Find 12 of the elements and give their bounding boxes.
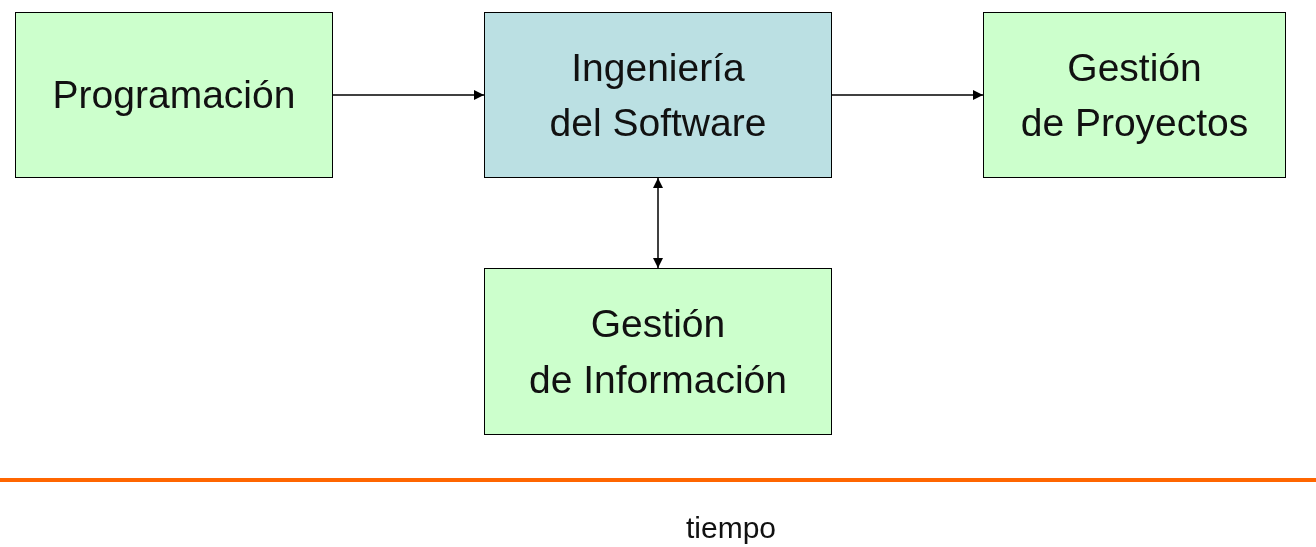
highlighted-box [484,12,832,178]
node-label: Gestión de Proyectos [1020,44,1249,146]
axis-label: tiempo [686,511,777,545]
process-box [484,268,832,435]
node-label: Gestión de Información [529,301,787,403]
arrow [332,90,485,100]
process-box [983,12,1286,178]
process-box [15,12,333,178]
node-label: Programación [52,72,296,119]
node-label: Ingeniería del Software [549,44,767,146]
arrow [831,90,984,100]
arrow [653,177,663,269]
